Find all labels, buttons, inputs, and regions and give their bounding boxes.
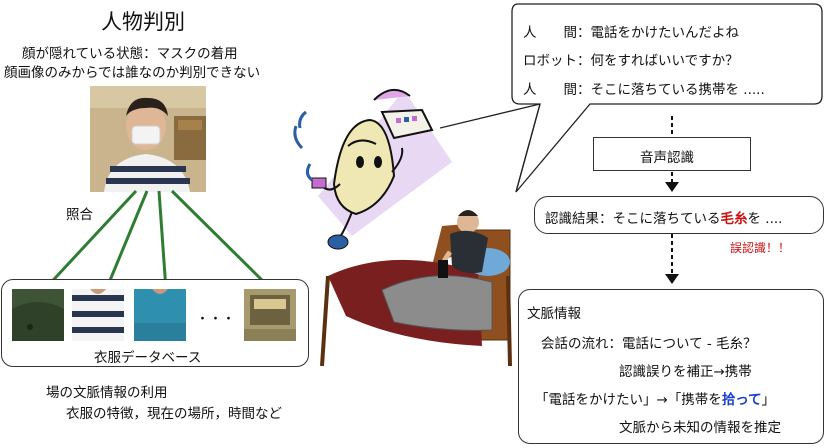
- context-info-line-4: 文脈から未知の情報を推定: [619, 416, 781, 436]
- context-usage-title: 場の文脈情報の利用: [46, 381, 168, 401]
- connector-line: [172, 191, 272, 290]
- recognition-result-text: 認識結果：そこに落ちている毛糸を ....: [545, 207, 782, 227]
- dialogue-row: 人 間：そこに落ちている携帯を .....: [523, 78, 765, 98]
- misrecognition-label: 誤認識！！: [730, 239, 790, 256]
- line3-highlight: 拾って: [722, 392, 762, 408]
- database-ellipsis: ・・・: [196, 308, 235, 327]
- dialogue-speaker: 人 間: [523, 82, 577, 98]
- clothing-thumb-teal: [134, 289, 186, 341]
- recognition-result-box: 認識結果：そこに落ちている毛糸を ....: [534, 196, 824, 234]
- dialogue-speaker: 人 間: [523, 25, 577, 41]
- line3-suffix: 」: [762, 392, 776, 408]
- line3-prefix: 「電話をかけたい」→「携帯を: [535, 392, 722, 408]
- match-label: 照合: [66, 203, 93, 223]
- database-label: 衣服データベース: [94, 346, 201, 366]
- result-prefix: 認識結果：そこに落ちている: [545, 211, 721, 227]
- dialogue-speaker: ロボット: [523, 53, 577, 69]
- clothing-thumb-dark-green: [12, 289, 64, 341]
- context-usage-detail: 衣服の特徴，現在の場所，時間など: [66, 402, 282, 422]
- context-info-title: 文脈情報: [527, 302, 581, 322]
- context-info-line-1: 会話の流れ：電話について - 毛糸？: [541, 332, 757, 352]
- context-info-line-2: 認識誤りを補正→携帯: [619, 360, 752, 380]
- context-info-line-3: 「電話をかけたい」→「携帯を拾って」: [535, 388, 775, 408]
- result-suffix: を ....: [748, 211, 783, 227]
- dialogue-text: ：何をすればいいですか？: [577, 53, 739, 69]
- clothing-database-box: ・・・ 衣服データベース: [1, 279, 309, 367]
- arrow-head: [665, 274, 679, 284]
- context-info-box: 文脈情報 会話の流れ：電話について - 毛糸？ 認識誤りを補正→携帯 「電話をか…: [518, 289, 824, 444]
- connector-line: [106, 191, 147, 290]
- arrow-head: [665, 182, 679, 192]
- result-misrecognized-word: 毛糸: [721, 211, 748, 227]
- match-connectors: [0, 0, 320, 300]
- dialogue-row: 人 間：電話をかけたいんだよね: [523, 21, 739, 41]
- clothing-thumb-striped: [72, 289, 124, 341]
- dialogue-text: ：そこに落ちている携帯を .....: [577, 82, 765, 98]
- dialogue-row: ロボット：何をすればいいですか？: [523, 49, 739, 69]
- dialogue-text: ：電話をかけたいんだよね: [577, 25, 739, 41]
- connector-line: [159, 191, 166, 290]
